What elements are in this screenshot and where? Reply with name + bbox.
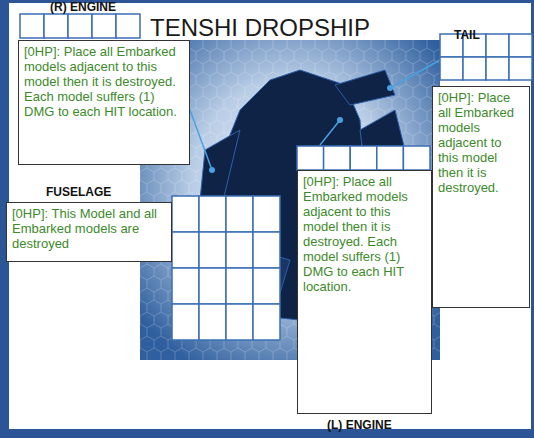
hp-box [486, 34, 509, 57]
damage-location: TAIL[0HP]: Place all Embarked models adj… [432, 86, 530, 308]
hp-box [486, 57, 509, 80]
hp-box [253, 304, 280, 340]
leader-dots [209, 85, 393, 173]
rule-text: [0HP]: This Model and all Embarked model… [6, 202, 172, 262]
leader-lines [190, 60, 440, 170]
damage-location: (R) ENGINE[0HP]: Place all Embarked mode… [18, 40, 190, 165]
location-name: TAIL [454, 28, 480, 42]
hp-box [226, 196, 253, 232]
card-title: TENSHI DROPSHIP [150, 14, 370, 42]
hp-box [226, 268, 253, 304]
hp-box [226, 304, 253, 340]
damage-location: FUSELAGE[0HP]: This Model and all Embark… [6, 202, 172, 262]
hp-box [324, 146, 351, 170]
hp-box [463, 57, 486, 80]
frame-band [0, 429, 534, 438]
hp-box [440, 57, 463, 80]
location-name: FUSELAGE [46, 185, 111, 199]
damage-location: (L) ENGINE[0HP]: Place all Embarked mode… [297, 170, 432, 414]
hp-box [199, 232, 226, 268]
hp-box [509, 57, 532, 80]
hp-box [403, 146, 430, 170]
hp-box [92, 14, 116, 38]
hp-box [509, 34, 532, 57]
hp-box [199, 196, 226, 232]
location-name: (L) ENGINE [327, 418, 392, 432]
rule-text: [0HP]: Place all Embarked models adjacen… [297, 170, 432, 414]
location-name: (R) ENGINE [50, 0, 116, 14]
hp-box [253, 268, 280, 304]
hp-box [44, 14, 68, 38]
rule-text: [0HP]: Place all Embarked models adjacen… [18, 40, 190, 165]
rule-text: [0HP]: Place all Embarked models adjacen… [432, 86, 530, 308]
hp-box [20, 14, 44, 38]
hp-box [172, 232, 199, 268]
hp-box [116, 14, 140, 38]
hp-box [199, 304, 226, 340]
hp-box [172, 304, 199, 340]
hp-box [350, 146, 377, 170]
hp-box [226, 232, 253, 268]
hp-box [172, 268, 199, 304]
hp-box [253, 196, 280, 232]
hp-box [199, 268, 226, 304]
hp-box [68, 14, 92, 38]
hp-box [253, 232, 280, 268]
hp-box [172, 196, 199, 232]
hp-box [377, 146, 404, 170]
hp-box [297, 146, 324, 170]
